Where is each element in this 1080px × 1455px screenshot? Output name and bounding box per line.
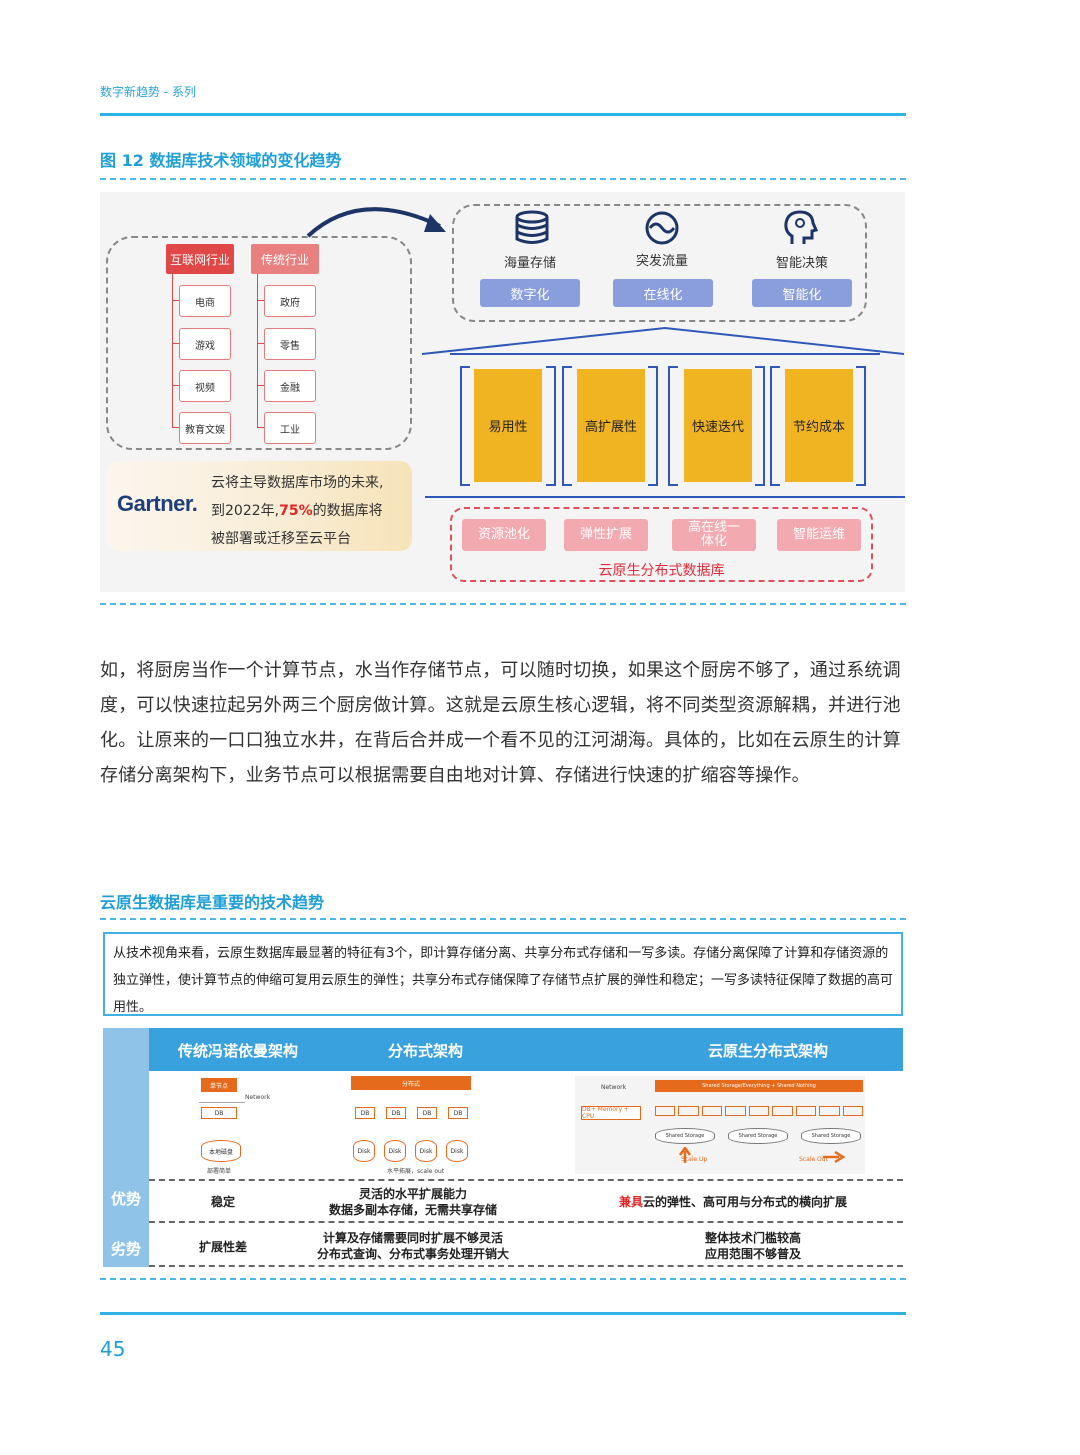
industry-item: 游戏 — [179, 328, 231, 360]
internet-industry-head: 互联网行业 — [166, 244, 234, 274]
series-label: 数字新趋势 - 系列 — [100, 85, 196, 99]
traditional-tree-line — [257, 274, 258, 428]
shared-storage: Shared Storage — [801, 1128, 861, 1144]
network-label: Network — [601, 1084, 627, 1091]
architecture-comparison-table: 传统冯诺依曼架构 分布式架构 云原生分布式架构 单节点 Network DB 本… — [103, 1028, 903, 1267]
foundation-item: 资源池化 — [462, 519, 546, 551]
shared-storage: Shared Storage — [655, 1128, 715, 1144]
pillar: 快速迭代 — [684, 369, 752, 482]
industry-item: 视频 — [179, 370, 231, 402]
disadvantage-col1: 扩展性差 — [198, 1240, 247, 1254]
shared-storage: Shared Storage — [728, 1128, 788, 1144]
column-header: 传统冯诺依曼架构 — [178, 1042, 299, 1060]
page-number: 45 — [100, 1337, 126, 1361]
gartner-callout: Gartner. 云将主导数据库市场的未来, 到2022年,75%的数据库将 被… — [107, 461, 412, 551]
column-header: 云原生分布式架构 — [708, 1042, 829, 1060]
gartner-quote: 云将主导数据库市场的未来, 到2022年,75%的数据库将 被部署或迁移至云平台 — [211, 469, 383, 553]
pillar: 高扩展性 — [577, 369, 645, 482]
table-side-bar — [103, 1028, 149, 1267]
section-note: 从技术视角来看，云原生数据库最显著的特征有3个，即计算存储分离、共享分布式存储和… — [103, 932, 903, 1016]
db-box: DB — [355, 1107, 375, 1119]
internet-tree-line — [172, 274, 173, 428]
industry-box — [106, 236, 412, 450]
gartner-highlight: 75% — [279, 503, 313, 519]
industry-item: 教育文娱 — [179, 412, 231, 444]
industry-item: 零售 — [264, 328, 316, 360]
foundation-label: 云原生分布式数据库 — [598, 563, 725, 579]
gartner-line: 云将主导数据库市场的未来, — [211, 475, 384, 491]
single-node-box: 单节点 — [201, 1078, 237, 1092]
disk: Disk — [353, 1140, 375, 1162]
figure-top-dash — [100, 178, 906, 180]
table-bottom-dash — [100, 1278, 906, 1280]
section-title: 云原生数据库是重要的技术趋势 — [100, 893, 325, 912]
network-label: Network — [245, 1094, 271, 1101]
memory-cpu-box: DB+ Memory + CPU — [581, 1106, 641, 1120]
capability-label: 智能决策 — [775, 256, 828, 271]
db-box: DB — [448, 1107, 468, 1119]
traffic-wave-icon — [645, 211, 679, 245]
arrow-right-icon — [823, 1150, 846, 1164]
figure-title: 图 12 数据库技术领域的变化趋势 — [100, 151, 342, 170]
db-box: DB — [386, 1107, 406, 1119]
industry-item: 电商 — [179, 285, 231, 317]
figure-12: 互联网行业 传统行业 电商 游戏 视频 教育文娱 政府 零售 金融 工业 Gar… — [100, 192, 905, 592]
foundation-item: 智能运维 — [777, 519, 861, 551]
table-header — [149, 1028, 903, 1071]
disadvantage-col3: 整体技术门槛较高 应用范围不够普及 — [704, 1231, 801, 1261]
local-disk: 本地磁盘 — [201, 1140, 241, 1162]
temple-roof — [421, 326, 905, 355]
deploy-simple-label: 部署简单 — [207, 1168, 232, 1175]
footer-divider — [100, 1312, 906, 1315]
db-box: DB — [201, 1107, 237, 1119]
scale-out-label: 水平拓展，scale out — [387, 1168, 445, 1175]
figure-bottom-dash — [100, 603, 906, 605]
temple-base — [425, 496, 905, 498]
header-divider — [100, 113, 906, 116]
section-dash — [100, 918, 906, 920]
advantage-col3: 兼具云的弹性、高可用与分布式的横向扩展 — [618, 1195, 848, 1209]
capability-tag: 智能化 — [752, 279, 852, 307]
disk: Disk — [415, 1140, 437, 1162]
scale-out-label: Scale Out — [799, 1156, 828, 1163]
ai-brain-icon — [784, 210, 819, 244]
capability-tag: 在线化 — [613, 279, 713, 307]
curved-arrow-icon — [306, 207, 446, 238]
gartner-line: 到2022年,75%的数据库将 — [211, 503, 383, 519]
disk: Disk — [446, 1140, 468, 1162]
advantage-col1: 稳定 — [210, 1195, 235, 1209]
column-header: 分布式架构 — [388, 1042, 464, 1060]
capability-label: 突发流量 — [635, 254, 688, 269]
body-paragraph: 如，将厨房当作一个计算节点，水当作存储节点，可以随时切换，如果这个厨房不够了，通… — [100, 660, 901, 786]
db-box: DB — [417, 1107, 437, 1119]
industry-item: 工业 — [264, 412, 316, 444]
shared-storage-banner: Shared Storage/Everything + Shared Nothi… — [655, 1080, 863, 1092]
arrow-up-icon — [678, 1147, 692, 1163]
traditional-industry-head: 传统行业 — [251, 244, 319, 274]
capability-box — [452, 204, 867, 322]
foundation-box: 资源池化 弹性扩展 高在线一体化 智能运维 云原生分布式数据库 — [450, 507, 873, 582]
database-icon — [515, 210, 549, 244]
capability-label: 海量存储 — [503, 256, 556, 271]
gartner-logo: Gartner. — [117, 491, 198, 516]
advantage-col2: 灵活的水平扩展能力 数据多副本存储，无需共享存储 — [328, 1187, 497, 1217]
foundation-item: 弹性扩展 — [564, 519, 648, 551]
pillar: 易用性 — [474, 369, 542, 482]
industry-item: 金融 — [264, 370, 316, 402]
capability-tag: 数字化 — [480, 279, 580, 307]
gartner-line: 被部署或迁移至云平台 — [211, 531, 351, 547]
industry-item: 政府 — [264, 285, 316, 317]
scale-up-label: Scale Up — [681, 1156, 708, 1163]
row-label-advantage: 优势 — [111, 1190, 142, 1208]
pillar: 节约成本 — [785, 369, 853, 482]
row-label-disadvantage: 劣势 — [111, 1240, 142, 1258]
disadvantage-col2: 计算及存储需要同时扩展不够灵活 分布式查询、分布式事务处理开销大 — [316, 1231, 509, 1261]
disk: Disk — [384, 1140, 406, 1162]
foundation-item: 高在线一体化 — [672, 519, 756, 551]
distributed-banner: 分布式 — [351, 1076, 471, 1090]
